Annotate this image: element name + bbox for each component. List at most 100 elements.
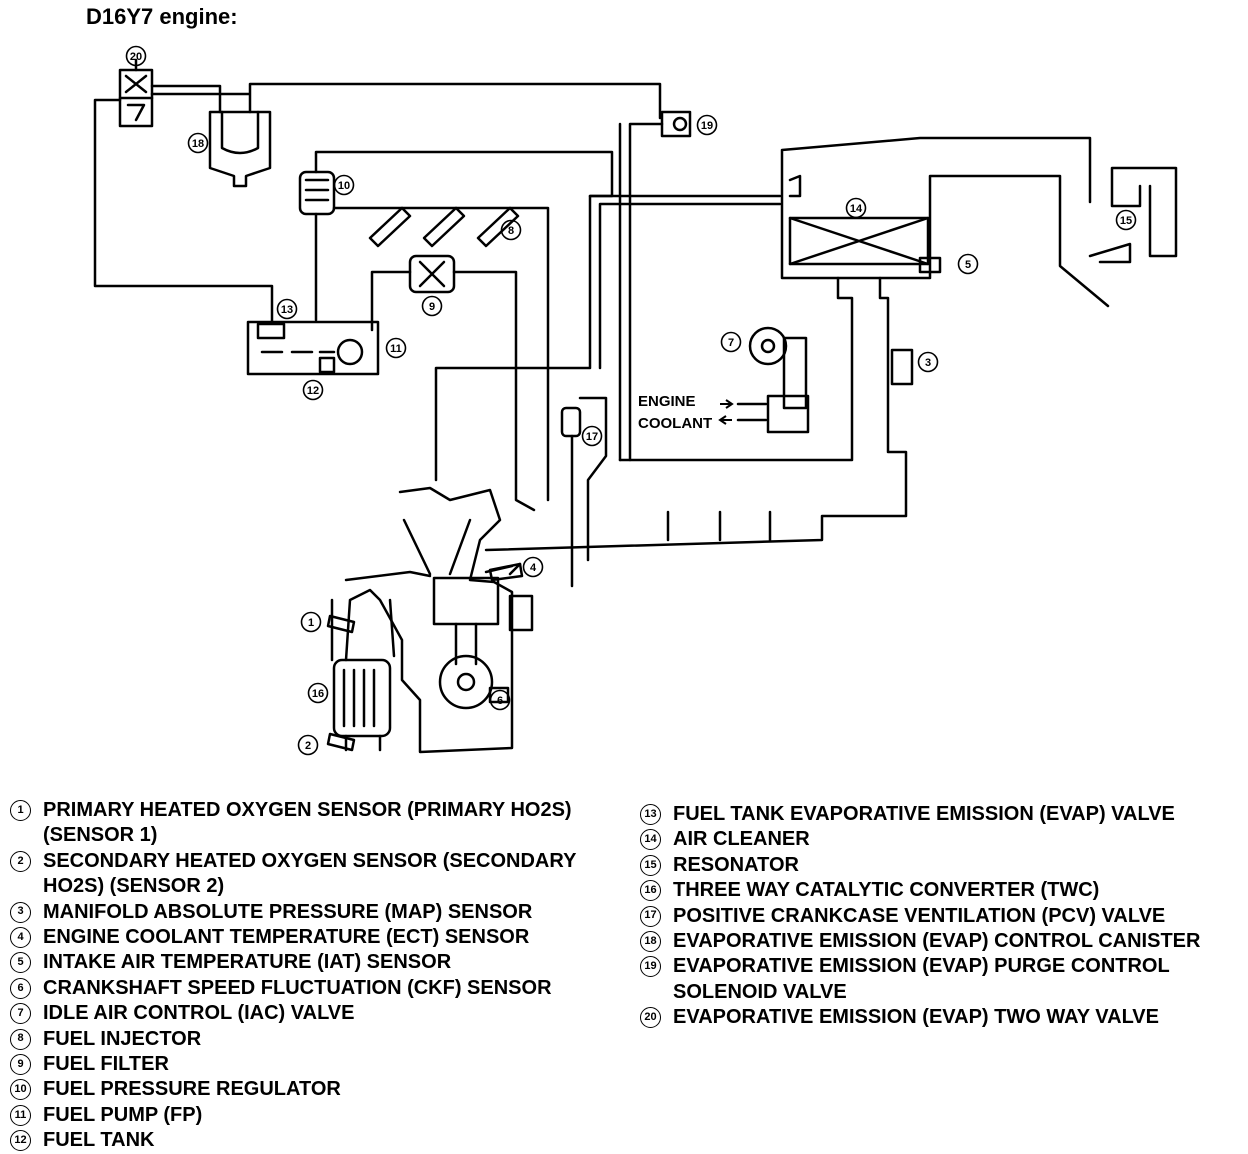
svg-text:9: 9 xyxy=(429,301,435,313)
legend-number: 19 xyxy=(640,956,661,978)
legend-text: EVAPORATIVE EMISSION (EVAP) TWO WAY VALV… xyxy=(673,1006,1159,1029)
legend-item: 9 FUEL FILTER xyxy=(10,1052,620,1077)
legend-number: 15 xyxy=(640,854,661,876)
callout-5: 5 xyxy=(957,253,979,275)
evap-line-left xyxy=(93,98,274,324)
air-cleaner xyxy=(780,136,1110,308)
svg-text:5: 5 xyxy=(965,259,971,271)
legend-number: 2 xyxy=(10,850,31,872)
legend-number: 7 xyxy=(10,1003,31,1025)
legend-text: THREE WAY CATALYTIC CONVERTER (TWC) xyxy=(673,879,1100,902)
legend-item: 10 FUEL PRESSURE REGULATOR xyxy=(10,1077,620,1102)
legend-number: 3 xyxy=(10,901,31,923)
legend-number: 16 xyxy=(640,880,661,902)
legend-item: 4 ENGINE COOLANT TEMPERATURE (ECT) SENSOR xyxy=(10,925,620,950)
legend-text: IDLE AIR CONTROL (IAC) VALVE xyxy=(43,1002,355,1025)
legend-number: 6 xyxy=(10,977,31,999)
engine-block xyxy=(344,486,534,754)
legend-text: CRANKSHAFT SPEED FLUCTUATION (CKF) SENSO… xyxy=(43,976,552,999)
legend-text: EVAPORATIVE EMISSION (EVAP) CONTROL CANI… xyxy=(673,930,1201,953)
legend-text: FUEL PUMP (FP) xyxy=(43,1103,203,1126)
page-title: D16Y7 engine: xyxy=(86,4,238,29)
legend-text: EVAPORATIVE EMISSION (EVAP) PURGE CONTRO… xyxy=(673,955,1170,1003)
legend-item: 16 THREE WAY CATALYTIC CONVERTER (TWC) xyxy=(640,878,1240,903)
legend-left: 1 PRIMARY HEATED OXYGEN SENSOR (PRIMARY H… xyxy=(10,798,620,1154)
svg-text:2: 2 xyxy=(305,740,311,752)
catalytic-converter xyxy=(330,570,432,752)
legend-item: 2 SECONDARY HEATED OXYGEN SENSOR (SECONDA… xyxy=(10,849,620,900)
two-way-valve xyxy=(118,68,154,128)
legend-number: 14 xyxy=(640,829,661,851)
callout-14: 14 xyxy=(845,197,867,219)
callout-3: 3 xyxy=(917,351,939,373)
callout-16: 16 xyxy=(307,682,329,704)
svg-text:6: 6 xyxy=(497,695,503,707)
callout-9: 9 xyxy=(421,295,443,317)
legend-text: FUEL PRESSURE REGULATOR xyxy=(43,1078,341,1101)
legend-number: 13 xyxy=(640,804,661,825)
svg-text:8: 8 xyxy=(508,225,514,237)
intake-duct xyxy=(484,276,908,552)
legend-number: 9 xyxy=(10,1054,31,1076)
legend-item: 17 POSITIVE CRANKCASE VENTILATION (PCV) V… xyxy=(640,904,1240,929)
callout-19: 19 xyxy=(696,114,718,136)
legend-text: POSITIVE CRANKCASE VENTILATION (PCV) VAL… xyxy=(673,904,1166,927)
svg-text:19: 19 xyxy=(701,120,713,132)
legend-item: 20 EVAPORATIVE EMISSION (EVAP) TWO WAY VA… xyxy=(640,1005,1240,1030)
callout-8: 8 xyxy=(500,219,522,241)
legend-number: 5 xyxy=(10,952,31,974)
callout-10: 10 xyxy=(333,174,355,196)
legend-number: 20 xyxy=(640,1007,661,1029)
evap-canister xyxy=(208,110,272,188)
svg-text:16: 16 xyxy=(312,688,324,700)
svg-text:4: 4 xyxy=(530,562,537,574)
legend-number: 12 xyxy=(10,1130,31,1152)
callout-11: 11 xyxy=(385,337,407,359)
callout-6: 6 xyxy=(489,689,511,711)
callout-15: 15 xyxy=(1115,209,1137,231)
legend-text: FUEL FILTER xyxy=(43,1053,169,1076)
legend-text: ENGINE COOLANT TEMPERATURE (ECT) SENSOR xyxy=(43,926,530,949)
callout-18: 18 xyxy=(187,132,209,154)
svg-text:14: 14 xyxy=(850,203,863,215)
callout-13: 13 xyxy=(276,298,298,320)
svg-text:20: 20 xyxy=(130,51,142,63)
iat-sensor xyxy=(918,256,942,274)
callout-1: 1 xyxy=(300,611,322,633)
svg-text:7: 7 xyxy=(728,337,734,349)
svg-text:18: 18 xyxy=(192,138,204,150)
legend-item: 15 RESONATOR xyxy=(640,853,1240,878)
legend-number: 18 xyxy=(640,931,661,953)
fuel-filter xyxy=(408,254,456,294)
fuel-tank xyxy=(246,320,380,376)
engine-coolant-label-line2: COOLANT xyxy=(638,415,712,432)
fuel-pressure-regulator xyxy=(298,170,336,216)
legend-number: 11 xyxy=(10,1104,31,1126)
legend-item: 6 CRANKSHAFT SPEED FLUCTUATION (CKF) SENS… xyxy=(10,976,620,1001)
legend-number: 10 xyxy=(10,1079,31,1101)
purge-control-valve xyxy=(660,110,692,138)
callout-20: 20 xyxy=(125,45,147,67)
svg-text:11: 11 xyxy=(390,343,402,355)
legend-number: 8 xyxy=(10,1028,31,1050)
evap-line-top xyxy=(134,58,662,120)
legend-text: SECONDARY HEATED OXYGEN SENSOR (SECONDAR… xyxy=(43,849,577,898)
legend-text: PRIMARY HEATED OXYGEN SENSOR (PRIMARY HO… xyxy=(43,799,572,847)
legend-item: 11 FUEL PUMP (FP) xyxy=(10,1103,620,1128)
legend-item: 19 EVAPORATIVE EMISSION (EVAP) PURGE CONT… xyxy=(640,954,1240,1005)
legend-number: 4 xyxy=(10,927,31,949)
svg-text:17: 17 xyxy=(586,431,598,443)
ect-sensor xyxy=(488,562,524,582)
resonator xyxy=(1088,166,1178,264)
legend-item: 7 IDLE AIR CONTROL (IAC) VALVE xyxy=(10,1001,620,1026)
legend-number: 17 xyxy=(640,905,661,927)
svg-text:12: 12 xyxy=(307,385,319,397)
callout-7: 7 xyxy=(720,331,742,353)
svg-text:10: 10 xyxy=(338,180,350,192)
legend-text: RESONATOR xyxy=(673,853,799,876)
legend-number: 1 xyxy=(10,800,31,821)
